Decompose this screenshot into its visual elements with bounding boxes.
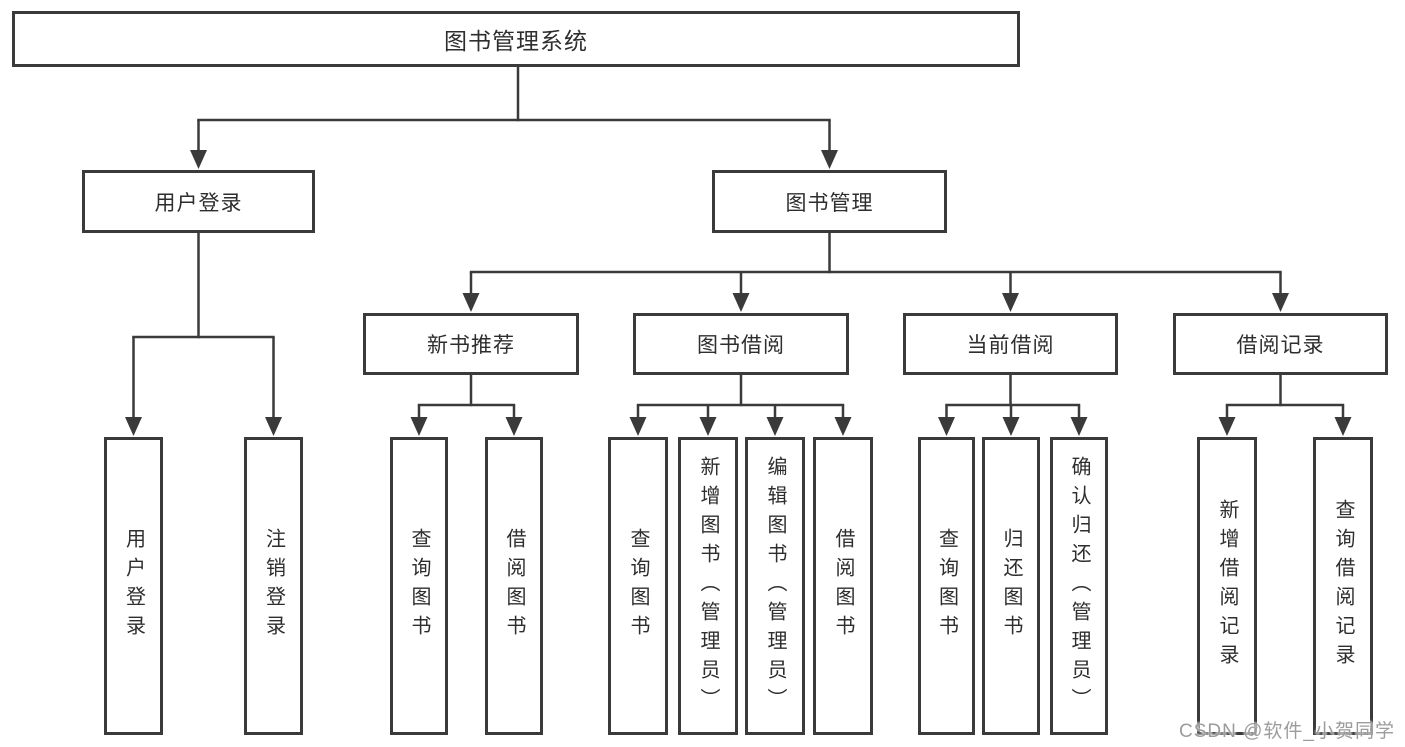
leaf-add-books-admin: 新增图书（管理员）: [678, 437, 738, 735]
node-book-borrow: 图书借阅: [633, 313, 849, 375]
leaf-confirm-return-admin: 确认归还（管理员）: [1050, 437, 1108, 735]
node-new-book-recommend: 新书推荐: [363, 313, 579, 375]
leaf-user-login: 用户登录: [104, 437, 163, 735]
node-current-borrow: 当前借阅: [903, 313, 1118, 375]
leaf-return-books: 归还图书: [982, 437, 1040, 735]
leaf-recommend-borrow-books: 借阅图书: [485, 437, 543, 735]
leaf-edit-books-admin: 编辑图书（管理员）: [745, 437, 805, 735]
node-book-management: 图书管理: [712, 170, 947, 233]
csdn-watermark: CSDN @软件_小贺同学: [1179, 721, 1395, 742]
node-root-system: 图书管理系统: [12, 11, 1020, 67]
leaf-borrow-query-books: 查询图书: [608, 437, 668, 735]
leaf-logout: 注销登录: [244, 437, 303, 735]
leaf-current-query-books: 查询图书: [918, 437, 975, 735]
node-user-login: 用户登录: [82, 170, 315, 233]
leaf-recommend-query-books: 查询图书: [390, 437, 448, 735]
leaf-query-borrow-record: 查询借阅记录: [1313, 437, 1373, 735]
leaf-borrow-books: 借阅图书: [813, 437, 873, 735]
node-borrow-records: 借阅记录: [1173, 313, 1388, 375]
leaf-add-borrow-record: 新增借阅记录: [1197, 437, 1257, 735]
